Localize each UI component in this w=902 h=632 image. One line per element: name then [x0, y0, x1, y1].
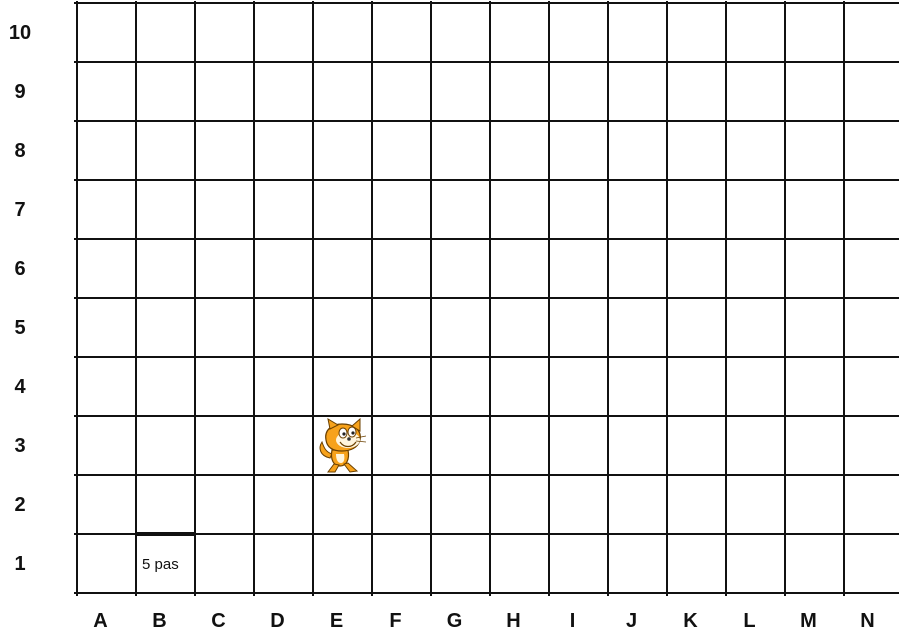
row-label: 2: [0, 495, 40, 515]
column-label: B: [145, 611, 175, 631]
column-label: C: [204, 611, 234, 631]
row-label: 3: [0, 436, 40, 456]
row-label: 6: [0, 259, 40, 279]
column-label: E: [322, 611, 352, 631]
row-label: 5: [0, 318, 40, 338]
row-label: 1: [0, 554, 40, 574]
row-label: 7: [0, 200, 40, 220]
column-label: D: [263, 611, 293, 631]
column-label: M: [794, 611, 824, 631]
column-label: I: [558, 611, 588, 631]
row-label: 4: [0, 377, 40, 397]
row-label: 10: [0, 23, 40, 43]
column-label: G: [440, 611, 470, 631]
column-label: L: [735, 611, 765, 631]
row-label: 9: [0, 82, 40, 102]
column-label: H: [499, 611, 529, 631]
cat-sprite-icon[interactable]: [316, 418, 368, 474]
column-label: F: [381, 611, 411, 631]
column-label: J: [617, 611, 647, 631]
column-label: N: [853, 611, 883, 631]
scale-label: 5 pas: [142, 556, 179, 573]
column-label: A: [86, 611, 116, 631]
row-label: 8: [0, 141, 40, 161]
column-label: K: [676, 611, 706, 631]
